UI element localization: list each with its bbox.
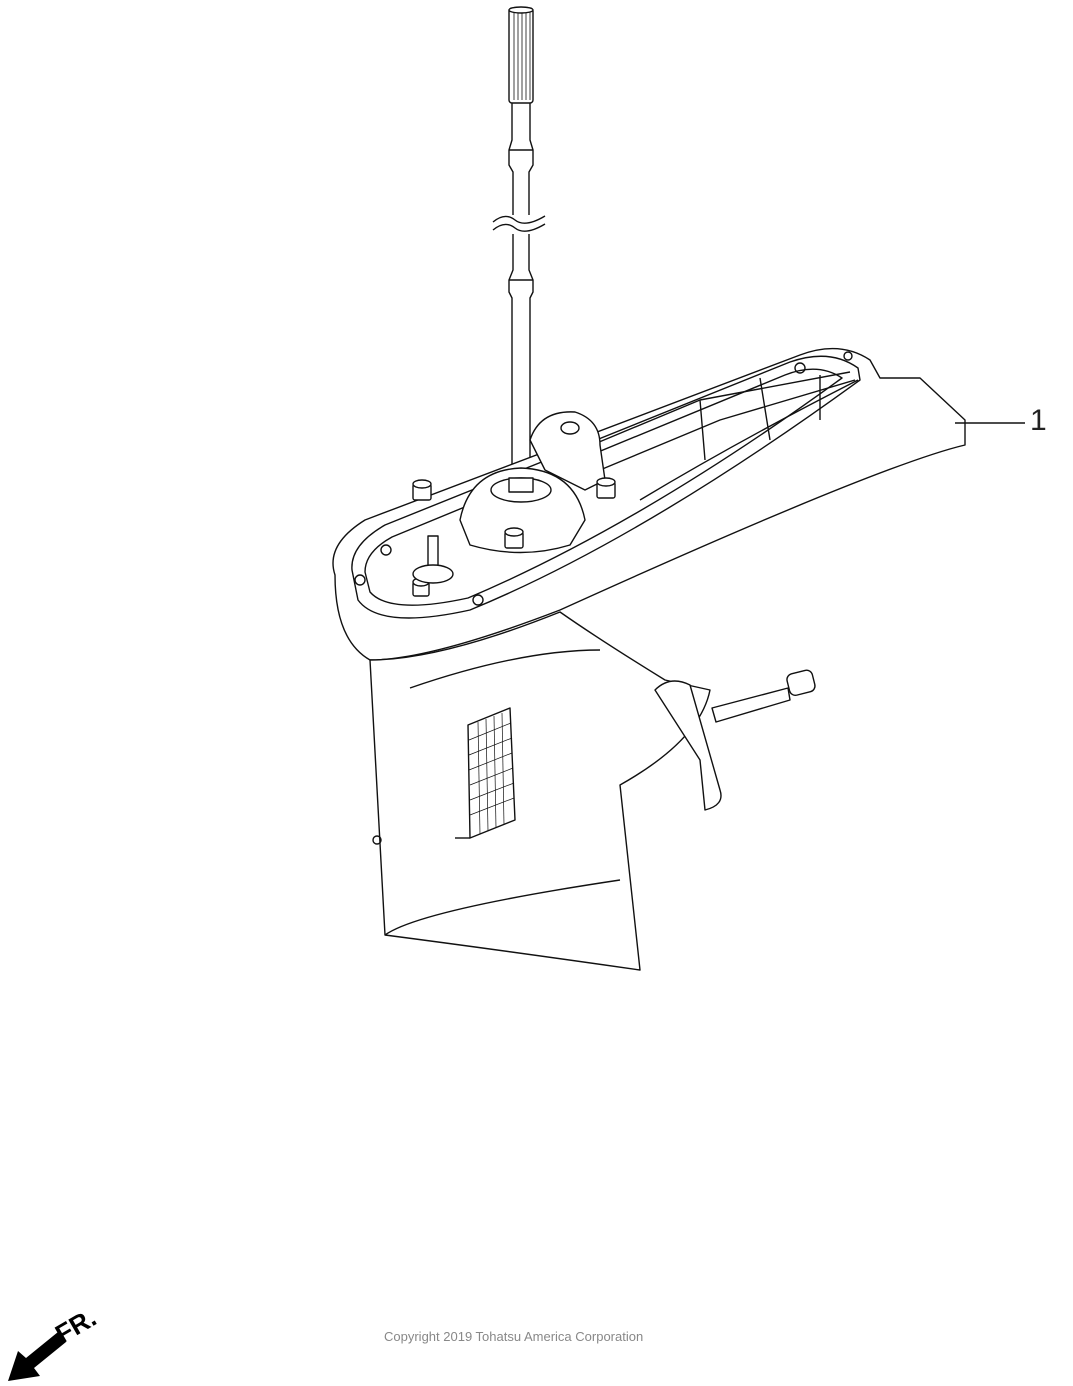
gear-case-housing (332, 347, 966, 971)
copyright-text: Copyright 2019 Tohatsu America Corporati… (384, 1329, 644, 1344)
front-direction-arrow-icon: FR. (8, 1302, 101, 1381)
drive-shaft (492, 6, 546, 480)
part-callout-1[interactable]: 1 (1030, 404, 1047, 437)
water-intake-grille (467, 707, 516, 839)
